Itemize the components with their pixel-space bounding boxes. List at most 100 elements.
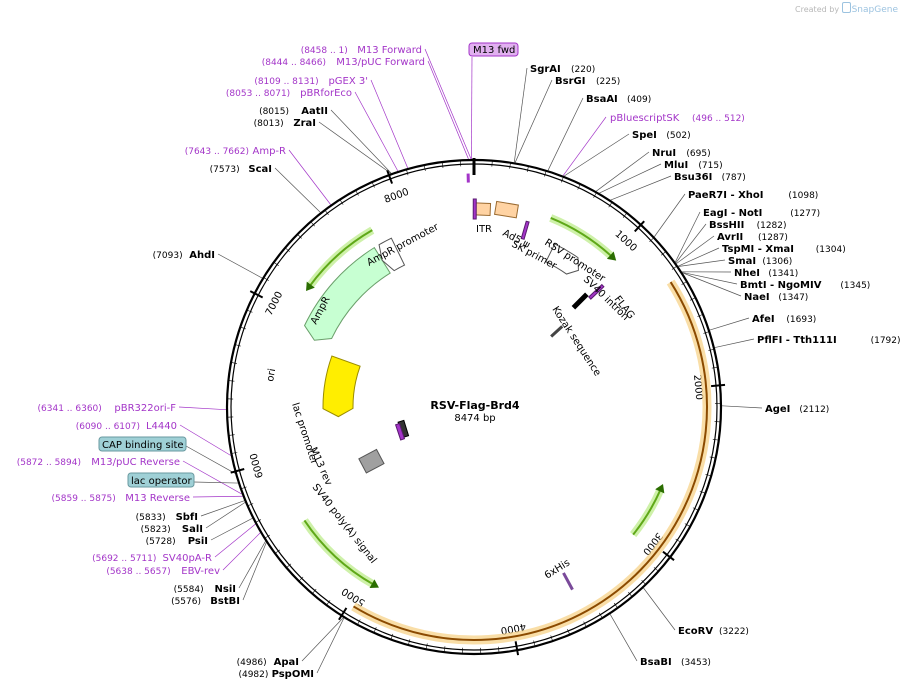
primer-position: (8444 .. 8466) — [262, 58, 326, 68]
plasmid-name: RSV-Flag-Brd4 — [430, 399, 520, 412]
leader-lines — [178, 48, 763, 674]
tick-label: 5000 — [340, 585, 367, 608]
lac-operator-box: lac operator — [127, 472, 195, 488]
primer-position: (8053 .. 8071) — [226, 89, 290, 99]
minor-tick — [355, 190, 359, 196]
credit-prefix: Created by — [795, 5, 840, 14]
enzyme-name: PspOMI — [272, 669, 314, 680]
primer-name: M13/pUC Reverse — [91, 457, 180, 468]
enzyme-position: (2112) — [799, 405, 829, 415]
leader-line — [316, 617, 345, 674]
plasmid-length: 8474 bp — [454, 413, 495, 424]
leader-line — [330, 109, 392, 174]
minor-tick — [228, 434, 235, 436]
tick-label: 7000 — [264, 290, 285, 318]
leader-line — [179, 424, 231, 456]
leader-line — [682, 272, 738, 285]
enzyme-name: AfeI — [752, 314, 775, 325]
enzyme-site-label: SgrAI(220) — [530, 64, 595, 75]
primer-name: pBR322ori-F — [114, 403, 176, 414]
leader-line — [242, 542, 267, 601]
enzyme-name: Bsu36I — [674, 172, 712, 183]
enzyme-name: NheI — [734, 268, 760, 279]
enzyme-site-label: AvrII(1287) — [717, 232, 788, 243]
leader-line — [193, 481, 238, 484]
primer-position: (496 .. 512) — [692, 114, 745, 124]
minor-tick — [583, 621, 587, 628]
leader-line — [217, 253, 263, 279]
leader-line — [514, 79, 553, 163]
enzyme-name: SbfI — [176, 512, 198, 523]
minor-tick — [661, 251, 667, 256]
leader-line — [599, 163, 662, 194]
leader-line — [205, 502, 246, 529]
enzyme-position: (1306) — [762, 257, 792, 267]
primer-site-label: pBR322ori-F(6341 .. 6360) — [38, 403, 177, 414]
tick-mark — [386, 170, 394, 184]
enzyme-position: (1098) — [788, 191, 818, 201]
enzyme-position: (225) — [596, 77, 620, 87]
snapgene-logo-icon — [841, 2, 851, 13]
leader-line — [222, 532, 261, 571]
tick-mark — [634, 220, 645, 233]
primer-name: SV40pA-R — [163, 553, 212, 564]
minor-tick — [373, 627, 377, 633]
leader-line — [682, 272, 742, 297]
primer-position: (5638 .. 5657) — [106, 567, 170, 577]
enzyme-position: (695) — [686, 149, 710, 159]
enzyme-position: (5833) — [136, 513, 166, 523]
insert-arrow-4 — [308, 229, 373, 287]
leader-line — [427, 60, 469, 160]
insert-arrow-2-head — [655, 484, 665, 494]
minor-tick — [684, 523, 691, 527]
leader-line — [200, 500, 245, 517]
minor-tick — [712, 439, 719, 441]
tick-label: 1000 — [613, 229, 639, 254]
cds-halo — [351, 279, 712, 645]
enzyme-name: ZraI — [293, 118, 316, 129]
primer-site-label: EBV-rev(5638 .. 5657) — [106, 566, 220, 577]
insert-arrow-1-head — [606, 251, 617, 261]
minor-tick — [228, 380, 235, 382]
enzyme-name: AvrII — [717, 232, 743, 243]
minor-tick — [390, 633, 394, 640]
enzyme-site-label: ZraI(8013) — [254, 118, 316, 129]
minor-tick — [705, 473, 712, 477]
minor-tick — [339, 199, 344, 205]
enzyme-position: (1347) — [778, 293, 808, 303]
primer-position: (8458 .. 1) — [301, 46, 348, 56]
enzyme-position: (1304) — [816, 245, 846, 255]
site-labels: SgrAI(220)BsrGI(225)BsaAI(409)SpeI(502)N… — [17, 45, 901, 680]
leader-line — [676, 235, 715, 264]
enzyme-position: (1345) — [840, 281, 870, 291]
enzyme-site-label: BsrGI(225) — [555, 76, 620, 87]
leader-line — [721, 405, 763, 409]
his-tag-mark — [562, 572, 574, 591]
primer-site-label: M13/pUC Forward(8444 .. 8466) — [262, 57, 425, 68]
tick-mark — [710, 383, 726, 388]
leader-line — [210, 517, 253, 541]
enzyme-position: (220) — [571, 65, 595, 75]
snapgene-credit: Created by SnapGene — [795, 2, 898, 15]
kozak-mark — [550, 325, 564, 338]
minor-tick — [286, 563, 292, 568]
tick-mark — [230, 468, 245, 474]
enzyme-name: SpeI — [632, 130, 657, 141]
minor-tick — [231, 452, 238, 454]
primer-name: pGEX 3' — [328, 76, 368, 87]
enzyme-name: AhdI — [189, 250, 215, 261]
primer-name: M13 Forward — [357, 45, 422, 56]
minor-tick — [284, 247, 290, 252]
enzyme-site-label: MluI(715) — [664, 160, 723, 171]
enzyme-site-label: Bsu36I(787) — [674, 172, 746, 183]
enzyme-site-label: SalI(5823) — [141, 524, 203, 535]
enzyme-position: (1693) — [786, 315, 816, 325]
leader-line — [714, 338, 755, 348]
enzyme-name: EcoRV — [678, 626, 713, 637]
feature-label-itr: ITR — [476, 224, 492, 235]
primer-name: Amp-R — [253, 146, 287, 157]
enzyme-site-label: PflFI - Tth111I(1792) — [757, 335, 901, 346]
minor-tick — [406, 169, 409, 176]
insert-arrow-3 — [303, 519, 375, 586]
